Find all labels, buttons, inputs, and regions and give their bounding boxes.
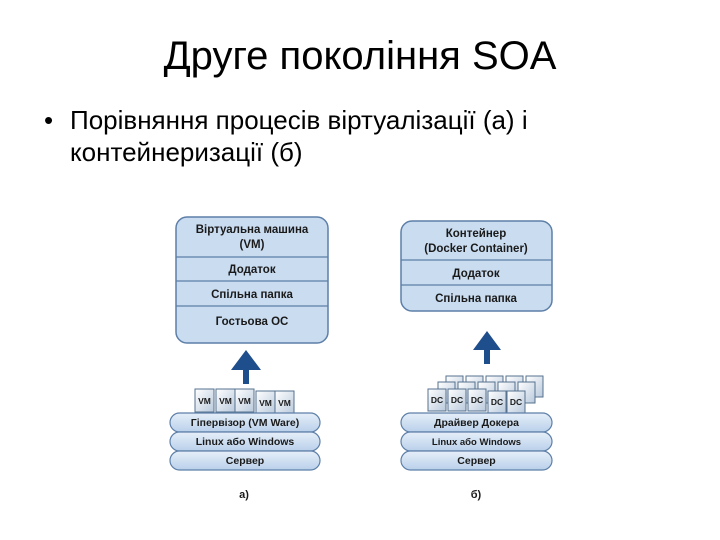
dc-chip: DC [447,388,467,412]
caption-a: а) [239,489,249,501]
svg-text:VM: VM [259,398,272,408]
caption-b: б) [471,489,482,501]
svg-text:DC: DC [491,397,503,407]
bullet-text: Порівняння процесів віртуалізації (а) і … [70,105,528,167]
svg-text:DC: DC [510,397,522,407]
bullet-item: • Порівняння процесів віртуалізації (а) … [44,104,684,168]
container-stack-box [400,220,553,312]
host-os-label: Linux або Windows [432,437,521,448]
svg-text:VM: VM [238,396,251,406]
server-label: Сервер [457,455,495,467]
vm-stack-shared-folder: Спільна папка [211,289,293,301]
svg-text:DC: DC [451,395,463,405]
svg-text:DC: DC [471,395,483,405]
container-stack-shared-folder: Спільна папка [435,293,517,305]
vm-chip: VM [215,388,236,413]
vm-stack-app: Додаток [228,264,275,276]
dc-chip: DC [427,388,447,412]
dc-chips: DC DC DC DC DC [427,388,526,414]
container-stack-app: Додаток [452,268,499,280]
dc-chip: DC [487,390,507,414]
docker-driver-label: Драйвер Докера [434,417,519,429]
dc-chip: DC [467,388,487,412]
bullet-dot-icon: • [44,105,54,135]
vm-stack-box [175,216,329,344]
diagram-a: Віртуальна машина (VM) Додаток Спільна п… [169,216,329,501]
server-label: Сервер [226,455,264,467]
host-os-label: Linux або Windows [196,436,295,448]
svg-text:DC: DC [431,395,443,405]
server-layer [400,450,553,471]
diagram-b: Контейнер (Docker Container) Додаток Спі… [400,220,553,501]
vm-stack-title-line2: (VM) [240,239,265,251]
server-layer [169,450,321,471]
up-arrow-icon [473,331,501,364]
dc-chip: DC [506,390,526,414]
svg-text:VM: VM [198,396,211,406]
up-arrow-icon [231,350,261,384]
vm-stack-guest-os: Гостьова ОС [216,316,289,328]
vm-chip: VM [234,388,255,413]
hypervisor-label: Гіпервізор (VM Ware) [191,417,300,429]
vm-chip: VM [274,390,295,415]
vm-chips: VM VM VM VM VM [194,388,295,415]
vm-stack-title-line1: Віртуальна машина [196,224,309,236]
container-stack-title-line1: Контейнер [446,228,506,240]
svg-text:VM: VM [278,398,291,408]
vm-chip: VM [255,390,276,415]
vm-chip: VM [194,388,215,413]
svg-text:VM: VM [219,396,232,406]
container-stack-title-line2: (Docker Container) [424,243,528,255]
slide-title: Друге покоління SOA [163,34,557,78]
